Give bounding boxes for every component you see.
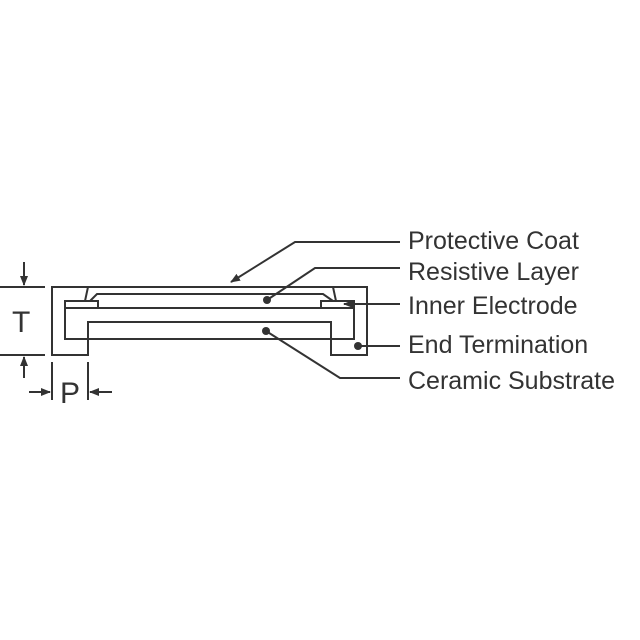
ceramic-substrate-shape <box>64 307 355 340</box>
label-protective-coat: Protective Coat <box>408 227 579 255</box>
label-ceramic-substrate: Ceramic Substrate <box>408 367 615 395</box>
label-inner-electrode: Inner Electrode <box>408 292 578 320</box>
leader-protective-coat <box>230 241 400 283</box>
leader-lines <box>230 241 400 379</box>
pad-dimension: P <box>29 362 112 410</box>
label-end-termination: End Termination <box>408 331 588 359</box>
protective-coat-right-edge <box>332 286 337 302</box>
dimension-t-label: T <box>12 306 30 339</box>
protective-coat-left-edge <box>84 286 89 302</box>
dimension-p-label: P <box>60 377 80 410</box>
end-termination-shape <box>51 286 368 356</box>
label-resistive-layer: Resistive Layer <box>408 258 579 286</box>
leader-ceramic-substrate <box>265 330 400 379</box>
resistive-layer-shape <box>89 293 334 302</box>
inner-electrode-left <box>64 300 99 309</box>
leader-resistive-layer <box>266 267 400 301</box>
thickness-dimension: T <box>0 262 45 378</box>
